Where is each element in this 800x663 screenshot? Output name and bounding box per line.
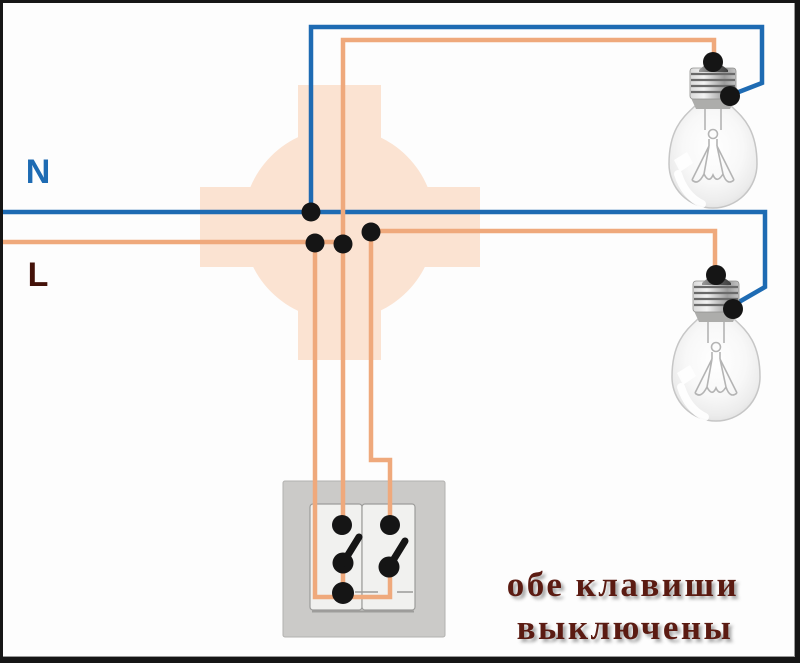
switch-lever-left bbox=[339, 533, 363, 567]
line-wire-lamp-lower-circuit bbox=[368, 228, 718, 526]
junction-dot-line-1 bbox=[305, 233, 325, 253]
lamp-lower bbox=[672, 265, 760, 421]
switch-right-top-contact bbox=[380, 515, 400, 535]
line-wire-lamp-upper-circuit bbox=[340, 37, 717, 526]
caption-line-2: выключены bbox=[517, 608, 734, 647]
caption-line-1: обе клавиши bbox=[507, 565, 739, 604]
neutral-wire-main bbox=[3, 209, 768, 308]
junction-dot-neutral bbox=[301, 202, 321, 222]
junction-box bbox=[200, 85, 480, 360]
switch-left-top-contact bbox=[332, 515, 352, 535]
line-label: L bbox=[28, 256, 49, 294]
switch-lever-right bbox=[385, 537, 409, 571]
junction-dot-line-3 bbox=[361, 222, 381, 242]
junction-dot-line-2 bbox=[333, 234, 353, 254]
neutral-label: N bbox=[26, 153, 51, 191]
switch-contacts bbox=[332, 515, 409, 604]
junction-box-body bbox=[243, 128, 435, 320]
switch-left-bottom-contact bbox=[332, 582, 354, 604]
wiring-diagram: N L обе клавиши выключены bbox=[3, 24, 768, 647]
two-gang-switch bbox=[282, 480, 446, 638]
lamp-upper bbox=[669, 52, 757, 208]
neutral-wire-branch-lamp-upper bbox=[308, 24, 765, 212]
